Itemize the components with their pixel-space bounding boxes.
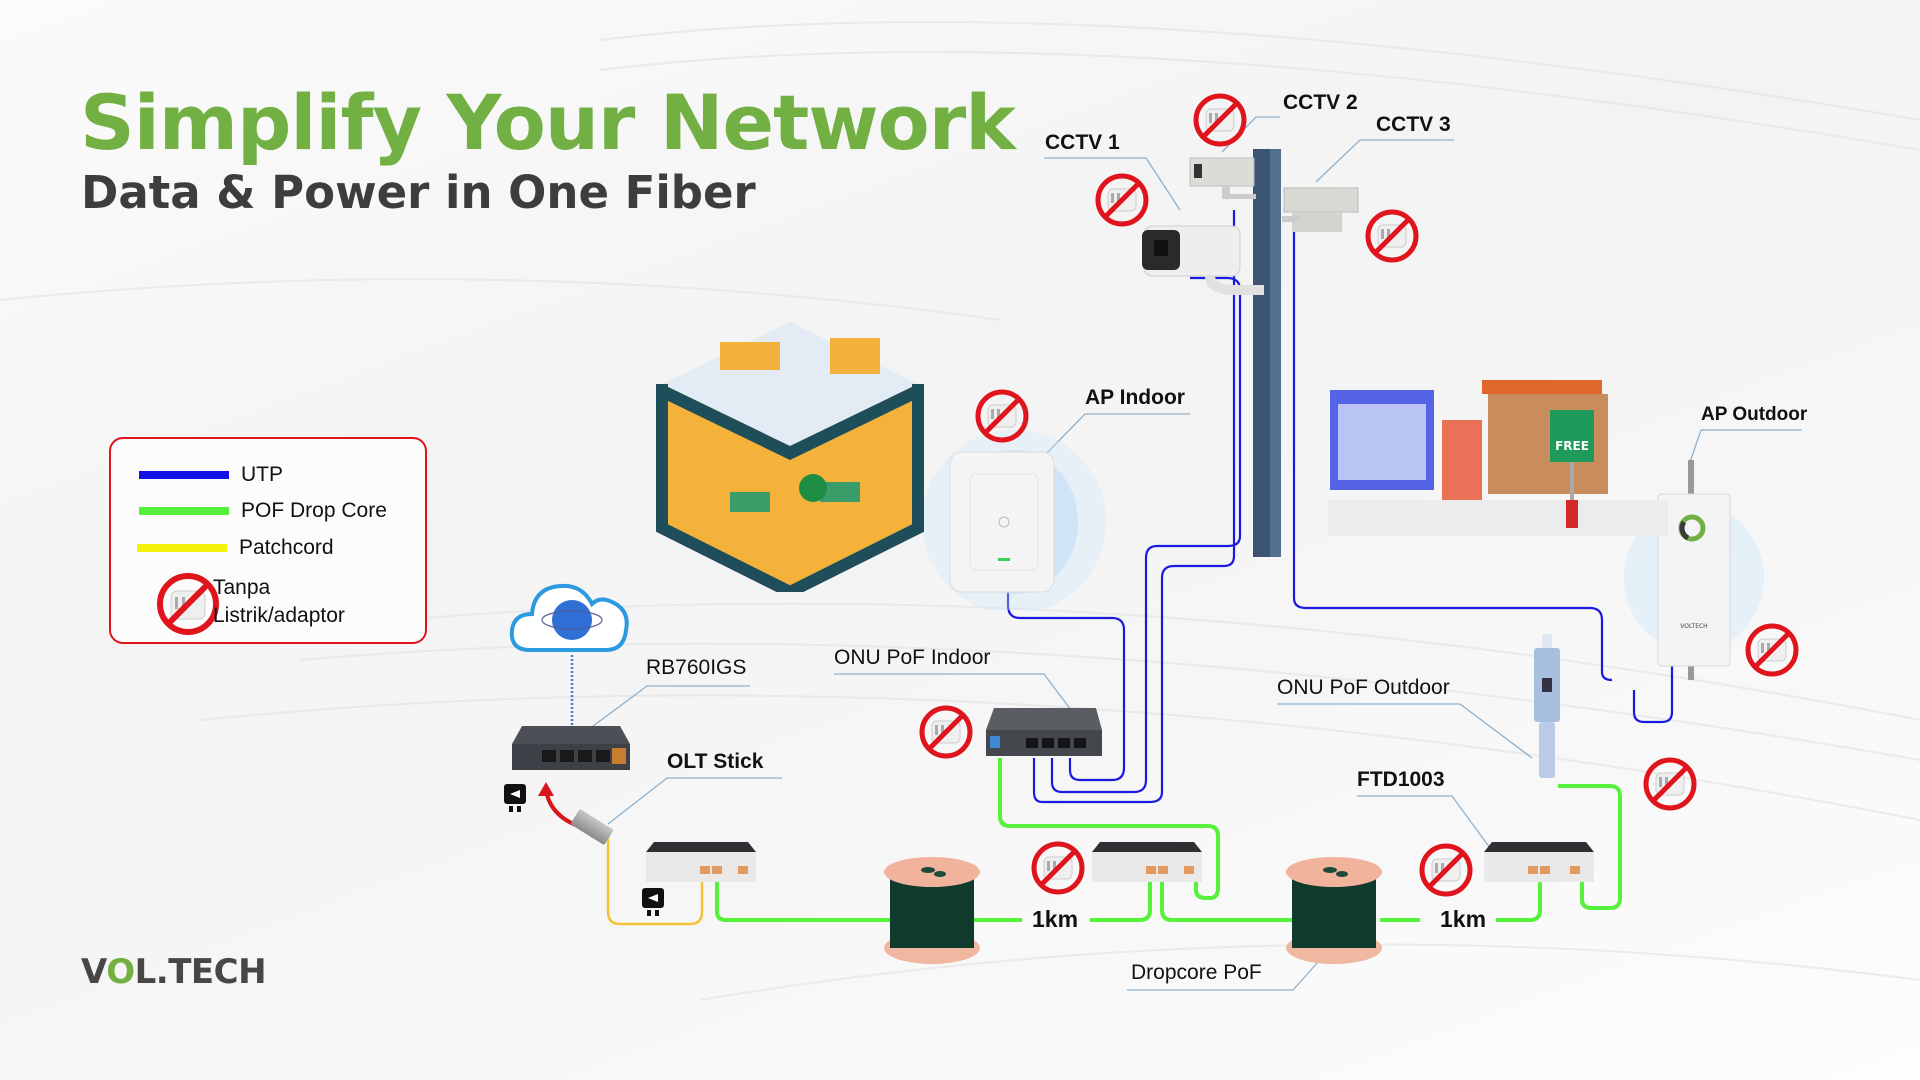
pof-span2-in	[1496, 880, 1542, 922]
distance-span-2: 1km	[1440, 906, 1487, 932]
logo-part: V	[81, 952, 107, 992]
callout-lines	[584, 116, 1802, 991]
voltech-logo: VOL.TECH	[81, 952, 267, 992]
utp-ap-indoor	[1006, 565, 1126, 782]
legend-label: POF Drop Core	[241, 499, 387, 522]
dropcore-spool-1	[882, 856, 982, 966]
pof-ftd1-to-spool2	[1160, 880, 1300, 922]
no-power-adapter-icon	[1094, 172, 1150, 228]
pof-ftd1-to-onu-indoor	[998, 758, 1220, 900]
no-power-adapter-icon	[1364, 208, 1420, 264]
distance-span-1: 1km	[1032, 906, 1079, 932]
ap-indoor-device[interactable]	[906, 430, 1106, 614]
no-power-adapter-icon	[918, 704, 974, 760]
legend-label: UTP	[241, 463, 283, 486]
no-power-adapter-icon	[1192, 92, 1248, 148]
internet-cloud-icon	[508, 574, 636, 656]
legend-item-utp: UTP	[111, 463, 283, 487]
free-wifi-sign: FREE	[1555, 439, 1589, 453]
legend-no-power-line2: Listrik/adaptor	[213, 604, 345, 627]
label-onu-indoor: ONU PoF Indoor	[834, 646, 991, 669]
ftd1003-box[interactable]	[1484, 842, 1594, 882]
label-dropcore: Dropcore PoF	[1131, 961, 1262, 984]
power-adapter-icon	[502, 784, 528, 814]
pof-swatch	[139, 507, 229, 515]
utp-swatch	[139, 471, 229, 479]
no-power-adapter-icon	[1030, 840, 1086, 896]
ap-outdoor-device[interactable]: VOLTECH	[1614, 460, 1764, 680]
label-cctv1: CCTV 1	[1045, 131, 1120, 154]
label-ap-outdoor: AP Outdoor	[1701, 404, 1808, 425]
ftd-box-middle[interactable]	[1092, 842, 1202, 882]
label-ap-indoor: AP Indoor	[1085, 386, 1185, 409]
page-title: Simplify Your Network	[80, 78, 1016, 167]
camera-pole-highlight	[1270, 149, 1281, 557]
logo-o: O	[106, 952, 135, 992]
sfp-arrowhead	[538, 782, 554, 796]
no-power-adapter-icon	[1418, 842, 1474, 898]
patchcord-swatch	[137, 544, 227, 552]
patchcord-cable	[606, 836, 704, 926]
ap-outdoor-brand: VOLTECH	[1680, 623, 1707, 630]
no-power-icon	[155, 571, 221, 637]
cctv2-camera[interactable]	[1188, 152, 1258, 206]
label-cctv2: CCTV 2	[1283, 91, 1358, 114]
logo-part: L.TECH	[134, 952, 267, 992]
legend-item-patchcord: Patchcord	[111, 536, 334, 560]
power-adapter-icon	[640, 888, 666, 918]
street-scene-illustration: FREE	[1328, 380, 1668, 536]
no-power-adapter-icon	[1642, 756, 1698, 812]
router-rb760igs[interactable]	[512, 726, 630, 776]
utp-cctv2	[1032, 210, 1236, 804]
cctv3-camera[interactable]	[1282, 184, 1362, 252]
pof-cables	[715, 758, 1622, 922]
cctv1-camera[interactable]	[1140, 212, 1268, 296]
utp-cctv3	[1292, 228, 1613, 682]
legend-box: UTP POF Drop Core Patchcord Tanpa Listri…	[109, 437, 427, 644]
label-olt-stick: OLT Stick	[667, 750, 764, 773]
dropcore-spool-2	[1284, 856, 1384, 966]
legend-item-pof: POF Drop Core	[111, 499, 387, 523]
olt-ftd-box[interactable]	[646, 842, 756, 882]
utp-ap-outdoor	[1632, 632, 1674, 724]
label-ftd1003: FTD1003	[1357, 768, 1445, 791]
legend-label: Patchcord	[239, 536, 334, 559]
label-cctv3: CCTV 3	[1376, 113, 1451, 136]
no-power-adapter-icon	[1744, 622, 1800, 678]
onu-pof-outdoor-device[interactable]	[1530, 634, 1564, 784]
pof-olt-to-spool1	[715, 876, 1022, 922]
label-router: RB760IGS	[646, 656, 747, 679]
pof-span1-in	[1090, 880, 1152, 922]
no-power-adapter-icon	[974, 388, 1030, 444]
legend-no-power-line1: Tanpa	[213, 576, 271, 599]
onu-pof-indoor-device[interactable]	[986, 708, 1102, 762]
label-onu-outdoor: ONU PoF Outdoor	[1277, 676, 1450, 699]
pof-ftd2-to-onu-outdoor	[1558, 784, 1622, 910]
page-subtitle: Data & Power in One Fiber	[81, 166, 756, 219]
office-building-illustration	[650, 272, 930, 599]
